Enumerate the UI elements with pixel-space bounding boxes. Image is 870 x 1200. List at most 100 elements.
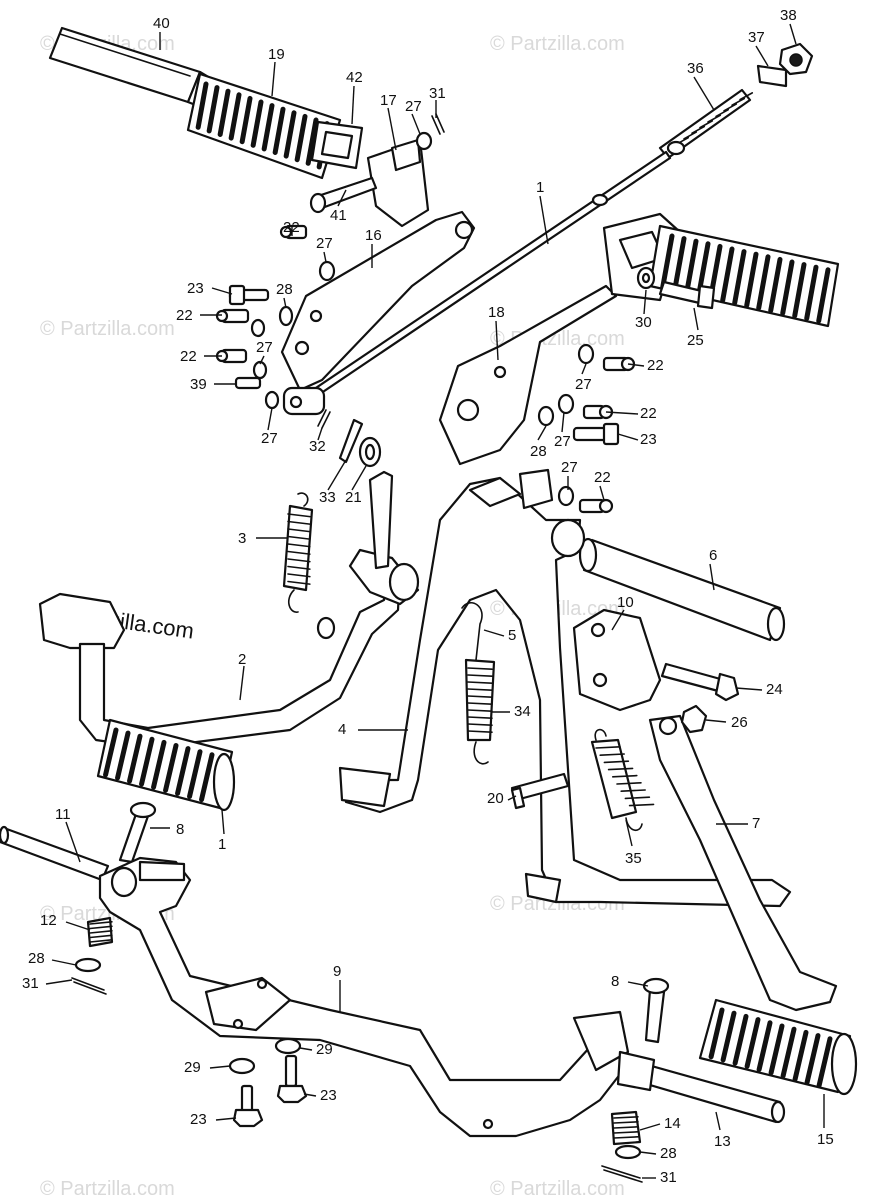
rib-line — [613, 1116, 639, 1119]
part-26-nut — [680, 704, 708, 734]
rib-line — [467, 730, 493, 733]
leader-line — [51, 959, 77, 966]
part-23-bolt — [572, 422, 620, 446]
rib-line — [89, 939, 113, 943]
rib-line — [467, 681, 493, 684]
part-27-washer — [264, 390, 280, 410]
callout-17: 17 — [380, 92, 397, 109]
leader-line — [705, 719, 727, 723]
callout-29: 29 — [316, 1041, 333, 1058]
rib-line — [115, 730, 131, 781]
callout-9: 9 — [333, 963, 341, 980]
rib-line — [720, 246, 735, 303]
part-24-bolt — [660, 662, 740, 702]
leader-line — [387, 107, 397, 151]
part-29-washer — [274, 1037, 302, 1055]
rib-line — [768, 1023, 785, 1076]
part-13-footpeg-shaft — [616, 1050, 786, 1124]
rib-line — [607, 767, 634, 771]
leader-line — [735, 687, 763, 691]
part-18-bracket — [438, 284, 618, 466]
rib-line — [467, 716, 493, 719]
rib-line — [272, 106, 286, 155]
part-23-bolt — [232, 1084, 264, 1128]
callout-21: 21 — [345, 489, 362, 506]
rib-line — [744, 1017, 761, 1069]
part-31-cotter-pin — [431, 113, 445, 135]
part-2-brake-pedal — [38, 470, 420, 750]
rib-line — [89, 930, 113, 934]
rib-line — [613, 1136, 639, 1139]
watermark: © Partzilla.com — [490, 33, 625, 55]
rib-line — [616, 782, 642, 785]
rib-line — [467, 709, 493, 712]
callout-4: 4 — [338, 721, 346, 738]
rib-line — [287, 580, 311, 585]
leader-line — [495, 320, 499, 361]
callout-12: 12 — [40, 912, 57, 929]
rib-line — [780, 1026, 797, 1079]
part-30-washer — [636, 266, 656, 290]
leader-line — [693, 307, 699, 331]
rib-line — [816, 1036, 833, 1089]
rib-line — [756, 254, 771, 311]
rib-line — [294, 113, 308, 163]
rib-line — [287, 513, 311, 518]
part-33-pin — [338, 418, 364, 464]
part-14-spring — [610, 1110, 642, 1146]
leader-line — [507, 795, 517, 801]
leader-line — [323, 251, 327, 263]
rib-line — [691, 125, 706, 134]
part-4-main-stand — [338, 468, 792, 908]
callout-11: 11 — [55, 806, 71, 823]
rib-line — [283, 110, 297, 159]
callout-20: 20 — [487, 790, 504, 807]
leader-line — [639, 1123, 661, 1131]
rib-line — [611, 774, 638, 778]
callout-10: 10 — [617, 594, 634, 611]
part-27-washer — [557, 485, 575, 507]
leader-line — [65, 821, 81, 863]
rib-line — [287, 573, 311, 578]
rib-line — [804, 1033, 821, 1085]
rib-line — [467, 723, 493, 726]
callout-41: 41 — [330, 207, 347, 224]
rib-line — [595, 746, 621, 749]
callout-28: 28 — [660, 1145, 677, 1162]
rib-line — [744, 251, 759, 308]
callout-28: 28 — [28, 950, 45, 967]
part-22-bolt — [582, 404, 614, 420]
rib-line — [287, 520, 311, 525]
rib-line — [89, 934, 113, 939]
leader-line — [259, 355, 265, 365]
part-15-footpeg-rubber — [698, 998, 858, 1096]
rib-line — [467, 667, 493, 670]
part-21-washer — [358, 436, 382, 468]
part-31-cotter-pin — [71, 977, 107, 995]
callout-23: 23 — [640, 431, 657, 448]
leader-line — [709, 563, 715, 591]
rib-line — [684, 238, 699, 295]
rib-line — [139, 736, 155, 787]
part-8-pin — [642, 977, 670, 1044]
rib-line — [613, 1121, 639, 1124]
callout-1: 1 — [218, 836, 226, 853]
callout-15: 15 — [817, 1131, 834, 1148]
part-28-washer — [537, 405, 555, 427]
rib-line — [715, 108, 730, 118]
callout-27: 27 — [561, 459, 578, 476]
part-41-bolt — [309, 176, 378, 214]
rib-line — [660, 233, 675, 290]
rib-line — [768, 256, 783, 314]
rib-line — [804, 264, 819, 321]
leader-line — [327, 459, 347, 491]
callout-1: 1 — [536, 179, 544, 196]
callout-31: 31 — [22, 975, 39, 992]
rib-line — [187, 749, 203, 799]
callout-6: 6 — [709, 547, 717, 564]
rib-line — [467, 688, 493, 691]
leader-line — [561, 411, 565, 433]
rib-line — [287, 565, 311, 570]
rib-line — [287, 535, 311, 540]
